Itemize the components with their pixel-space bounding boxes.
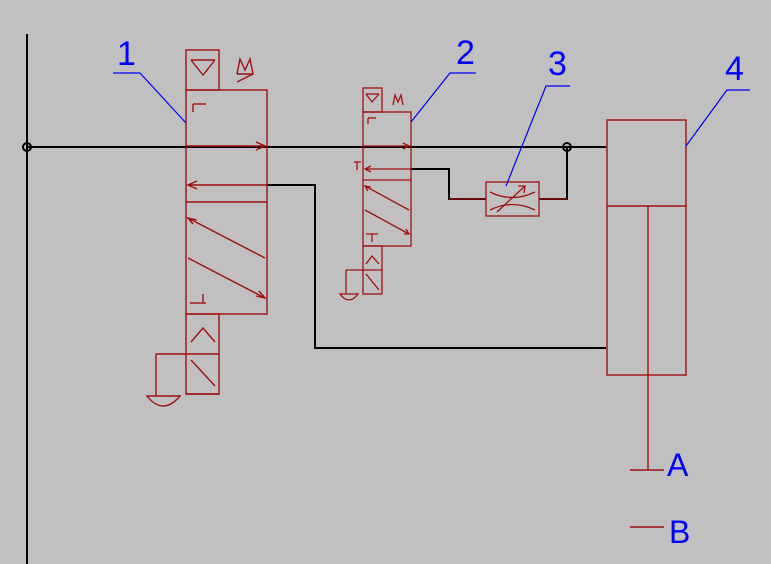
label-throttle: 3 <box>548 45 567 83</box>
junction-node-left <box>22 142 32 152</box>
pipe-lines <box>26 34 606 564</box>
line-valve1-to-cylinder <box>267 184 606 349</box>
label-valve-small: 2 <box>456 34 475 72</box>
label-position-a: A <box>667 447 689 483</box>
junction-node-right <box>562 142 572 152</box>
label-position-b: B <box>669 514 690 550</box>
valve-small <box>338 87 412 301</box>
throttle-valve <box>449 181 567 217</box>
cylinder <box>606 119 687 528</box>
leader-lines <box>113 72 750 187</box>
valve-main <box>145 49 268 407</box>
label-cylinder: 4 <box>725 50 744 88</box>
label-valve-main: 1 <box>117 35 136 73</box>
line-valve2-to-throttle <box>411 168 486 200</box>
line-throttle-to-main <box>539 147 568 200</box>
